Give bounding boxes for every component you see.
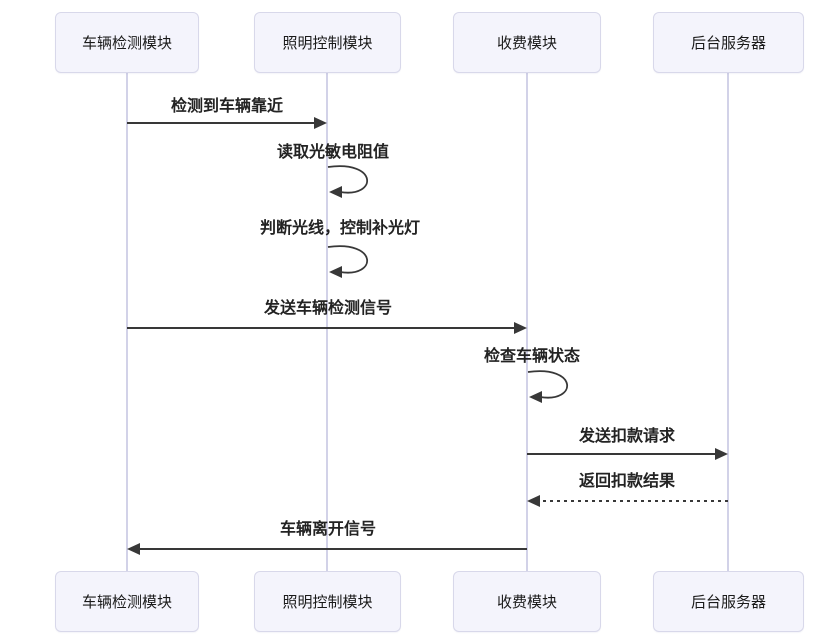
participant-label: 照明控制模块 (282, 35, 373, 52)
message-label-4: 发送车辆检测信号 (263, 300, 393, 317)
participant-top-vehicle-detection-module: 车辆检测模块 (55, 12, 199, 73)
participant-label: 后台服务器 (690, 594, 766, 611)
arrow-self-message-3 (327, 245, 368, 278)
arrow-message-6 (527, 448, 728, 460)
participant-label: 车辆检测模块 (81, 594, 172, 611)
participant-label: 后台服务器 (690, 35, 766, 52)
participant-label: 收费模块 (496, 594, 557, 611)
message-label-2: 读取光敏电阻值 (276, 144, 390, 161)
message-label-7: 返回扣款结果 (578, 473, 676, 490)
message-label-3: 判断光线，控制补光灯 (259, 220, 421, 237)
participant-label: 收费模块 (496, 35, 557, 52)
participant-label: 照明控制模块 (282, 594, 373, 611)
arrow-message-4 (127, 322, 527, 334)
participant-bottom-lighting-control-module: 照明控制模块 (254, 571, 401, 632)
participant-top-backend-server: 后台服务器 (653, 12, 804, 73)
arrow-message-7-dashed (527, 495, 728, 507)
participant-top-lighting-control-module: 照明控制模块 (254, 12, 401, 73)
message-label-6: 发送扣款请求 (578, 428, 676, 445)
message-label-8: 车辆离开信号 (279, 521, 377, 538)
participant-label: 车辆检测模块 (81, 35, 172, 52)
message-label-1: 检测到车辆靠近 (170, 98, 284, 115)
arrow-message-8 (127, 543, 527, 555)
arrow-message-1 (127, 117, 327, 129)
participant-bottom-vehicle-detection-module: 车辆检测模块 (55, 571, 199, 632)
participant-bottom-backend-server: 后台服务器 (653, 571, 804, 632)
arrow-self-message-2 (327, 165, 368, 198)
message-label-5: 检查车辆状态 (483, 348, 581, 365)
participant-bottom-toll-module: 收费模块 (453, 571, 601, 632)
arrow-self-message-5 (527, 370, 568, 403)
participant-top-toll-module: 收费模块 (453, 12, 601, 73)
